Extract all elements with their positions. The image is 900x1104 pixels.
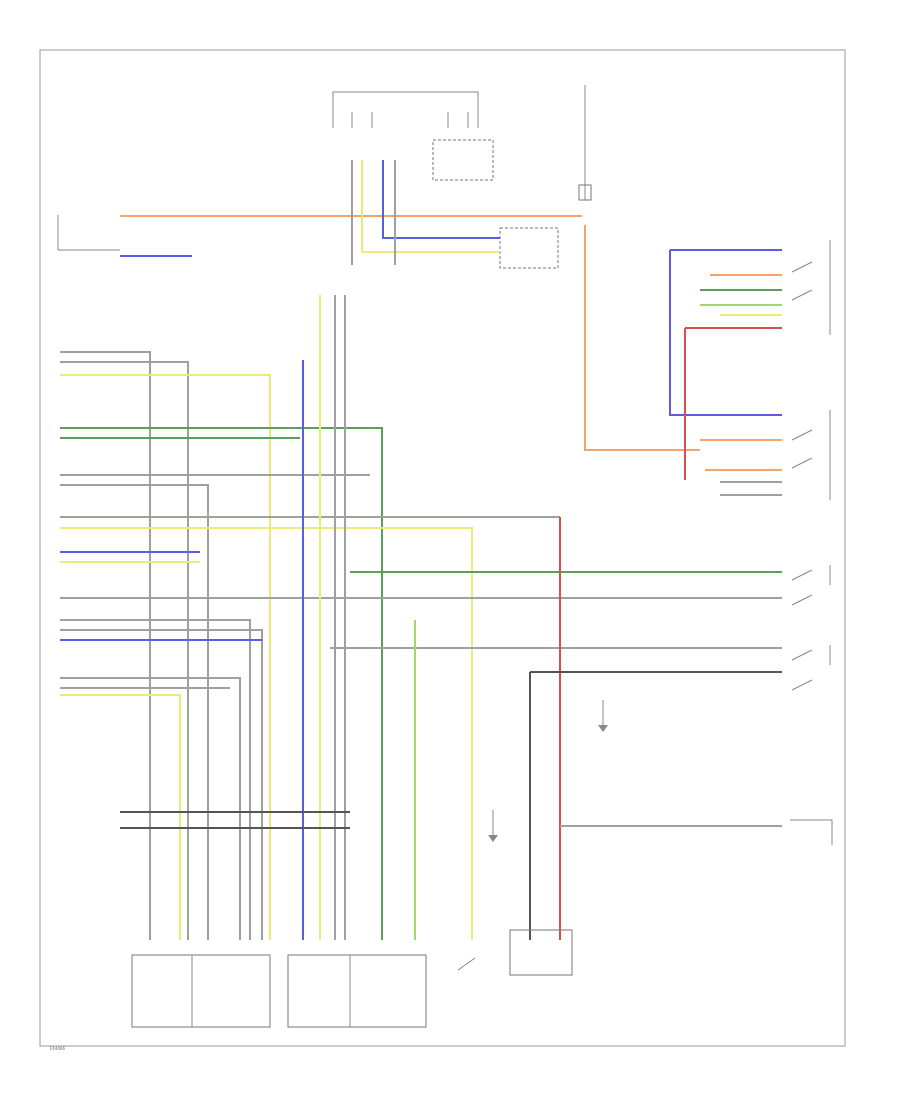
central-control-module xyxy=(332,91,494,181)
hazard-relay xyxy=(499,227,559,269)
wire-yellow-l3 xyxy=(60,374,271,940)
wire-blue-v2 xyxy=(382,160,500,239)
wire-yellow-v3 xyxy=(361,160,500,253)
right-switch-c xyxy=(791,645,831,665)
figure-code: F44466 xyxy=(50,1046,65,1051)
driver-window-regulator xyxy=(131,954,271,1028)
fuse-block xyxy=(578,85,592,201)
wire-blue-right-down xyxy=(669,250,782,416)
wire-yellow-l20 xyxy=(60,694,181,940)
hazard-switch-module xyxy=(509,929,573,976)
wire-gray-l7 xyxy=(60,484,209,940)
right-switch-group-mid xyxy=(791,410,831,500)
right-switch-d xyxy=(791,679,813,691)
wire-gray-l14 xyxy=(60,619,251,940)
power-module-left xyxy=(57,215,120,251)
wire-gray-l15 xyxy=(60,629,263,940)
hazard-relay-bottom xyxy=(790,819,833,845)
wire-yellow-l9 xyxy=(60,527,473,940)
right-switch-group-top xyxy=(791,240,831,335)
fuel-door-switch xyxy=(457,957,476,971)
wire-gray-l1 xyxy=(60,351,151,940)
wire-green-l4 xyxy=(60,427,383,940)
passenger-window-regulator xyxy=(287,954,427,1028)
ground-symbol-1 xyxy=(598,700,608,732)
right-switch-b xyxy=(791,594,813,606)
wire-gray-l2 xyxy=(60,361,189,940)
wire-gray-l18 xyxy=(60,677,241,940)
wire-orange-fuse xyxy=(584,225,700,451)
right-switch-a xyxy=(791,565,831,585)
ground-symbol-2 xyxy=(488,810,498,842)
diagram-border xyxy=(39,49,846,1047)
